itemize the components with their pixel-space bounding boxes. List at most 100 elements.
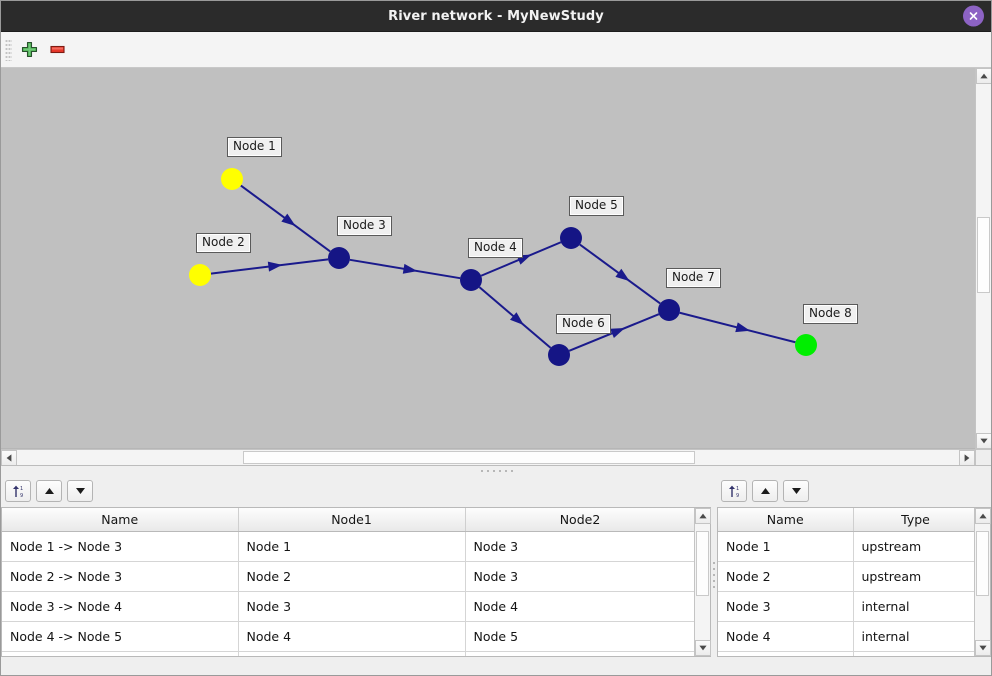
reaches-cell[interactable]: Node 1 -> Node 3 bbox=[2, 531, 239, 562]
vertical-splitter[interactable] bbox=[711, 475, 717, 675]
graph-node-label-node-1[interactable]: Node 1 bbox=[227, 137, 282, 157]
triangle-up-icon bbox=[760, 488, 770, 494]
reaches-move-up-button[interactable] bbox=[36, 480, 62, 502]
graph-node-node-7[interactable] bbox=[658, 299, 680, 321]
graph-hscroll-thumb[interactable] bbox=[243, 451, 696, 464]
reaches-scroll-down-button[interactable] bbox=[695, 640, 711, 656]
reaches-scroll-up-button[interactable] bbox=[695, 508, 711, 524]
nodes-cell[interactable]: upstream bbox=[853, 531, 974, 562]
reaches-cell[interactable]: Node 3 bbox=[238, 591, 466, 622]
nodes-cell[interactable] bbox=[853, 651, 974, 656]
nodes-column-header[interactable]: Name bbox=[718, 508, 854, 532]
nodes-cell[interactable] bbox=[718, 651, 854, 656]
nodes-scroll-up-button[interactable] bbox=[975, 508, 991, 524]
graph-node-label-node-6[interactable]: Node 6 bbox=[556, 314, 611, 334]
graph-vscroll-thumb[interactable] bbox=[977, 216, 990, 294]
nodes-cell[interactable]: Node 4 bbox=[718, 621, 854, 652]
close-button[interactable] bbox=[963, 5, 984, 27]
nodes-cell[interactable]: internal bbox=[853, 591, 974, 622]
graph-node-node-6[interactable] bbox=[548, 344, 570, 366]
graph-hscroll-track[interactable] bbox=[17, 450, 959, 465]
reaches-cell[interactable]: Node 2 bbox=[238, 561, 466, 592]
network-graph-canvas[interactable]: Node 1 Node 2 Node 3 Node 4 Node 5 Node 6 Node… bbox=[1, 68, 975, 449]
table-row[interactable] bbox=[2, 651, 694, 656]
graph-vscroll-track[interactable] bbox=[976, 84, 991, 433]
svg-text:1: 1 bbox=[736, 486, 739, 492]
nodes-cell[interactable]: Node 3 bbox=[718, 591, 854, 622]
reaches-cell[interactable] bbox=[465, 651, 694, 656]
sort-ascending-icon: 1 9 bbox=[12, 485, 23, 499]
reaches-column-header[interactable]: Name bbox=[2, 508, 239, 532]
graph-node-label-node-2[interactable]: Node 2 bbox=[196, 233, 251, 253]
graph-horizontal-scrollbar[interactable] bbox=[1, 449, 991, 465]
nodes-cell[interactable]: internal bbox=[853, 621, 974, 652]
nodes-sort-button[interactable]: 1 9 bbox=[721, 480, 747, 502]
nodes-cell[interactable]: Node 2 bbox=[718, 561, 854, 592]
graph-node-node-3[interactable] bbox=[328, 247, 350, 269]
graph-node-label-node-3[interactable]: Node 3 bbox=[337, 216, 392, 236]
graph-node-node-1[interactable] bbox=[221, 168, 243, 190]
delete-node-button[interactable] bbox=[43, 36, 71, 64]
reaches-sort-button[interactable]: 1 9 bbox=[5, 480, 31, 502]
horizontal-splitter[interactable] bbox=[1, 465, 991, 475]
nodes-scroll-down-button[interactable] bbox=[975, 640, 991, 656]
minus-icon bbox=[49, 45, 65, 54]
reaches-cell[interactable] bbox=[238, 651, 466, 656]
nodes-vscroll-thumb[interactable] bbox=[976, 530, 989, 596]
graph-scroll-left-button[interactable] bbox=[1, 450, 17, 465]
nodes-move-up-button[interactable] bbox=[752, 480, 778, 502]
nodes-vscroll-track[interactable] bbox=[975, 524, 990, 640]
add-node-button[interactable] bbox=[15, 36, 43, 64]
reaches-cell[interactable]: Node 3 -> Node 4 bbox=[2, 591, 239, 622]
reaches-column-header[interactable]: Node2 bbox=[465, 508, 694, 532]
edge-arrow-icon bbox=[509, 312, 524, 326]
graph-node-node-8[interactable] bbox=[795, 334, 817, 356]
nodes-column-header[interactable]: Type bbox=[853, 508, 974, 532]
reaches-cell[interactable]: Node 4 -> Node 5 bbox=[2, 621, 239, 652]
graph-node-label-node-7[interactable]: Node 7 bbox=[666, 268, 721, 288]
edge-arrow-icon bbox=[610, 328, 625, 338]
graph-node-node-5[interactable] bbox=[560, 227, 582, 249]
reaches-cell[interactable]: Node 3 bbox=[465, 561, 694, 592]
nodes-cell[interactable]: Node 1 bbox=[718, 531, 854, 562]
graph-node-label-node-5[interactable]: Node 5 bbox=[569, 196, 624, 216]
graph-vertical-scrollbar[interactable] bbox=[975, 68, 991, 449]
table-row[interactable] bbox=[718, 651, 974, 656]
graph-scroll-down-button[interactable] bbox=[976, 433, 991, 449]
toolbar-grip[interactable] bbox=[5, 38, 12, 61]
nodes-move-down-button[interactable] bbox=[783, 480, 809, 502]
reaches-vscroll-thumb[interactable] bbox=[696, 530, 709, 596]
reaches-column-header[interactable]: Node1 bbox=[238, 508, 466, 532]
reaches-vertical-scrollbar[interactable] bbox=[694, 508, 711, 656]
title-bar: River network - MyNewStudy bbox=[1, 1, 991, 32]
reaches-cell[interactable]: Node 2 -> Node 3 bbox=[2, 561, 239, 592]
graph-node-node-4[interactable] bbox=[460, 269, 482, 291]
tables-area: 1 9 bbox=[1, 475, 991, 675]
reaches-cell[interactable]: Node 5 bbox=[465, 621, 694, 652]
reaches-cell[interactable]: Node 1 bbox=[238, 531, 466, 562]
graph-node-label-node-4[interactable]: Node 4 bbox=[468, 238, 523, 258]
reaches-cell[interactable]: Node 4 bbox=[465, 591, 694, 622]
reaches-cell[interactable]: Node 3 bbox=[465, 531, 694, 562]
reaches-cell[interactable] bbox=[2, 651, 239, 656]
nodes-vertical-scrollbar[interactable] bbox=[974, 508, 991, 656]
reaches-move-down-button[interactable] bbox=[67, 480, 93, 502]
reaches-cell[interactable]: Node 4 bbox=[238, 621, 466, 652]
graph-scroll-right-button[interactable] bbox=[959, 450, 975, 465]
graph-scroll-up-button[interactable] bbox=[976, 68, 991, 84]
nodes-cell[interactable]: upstream bbox=[853, 561, 974, 592]
graph-node-label-node-8[interactable]: Node 8 bbox=[803, 304, 858, 324]
graph-node-node-2[interactable] bbox=[189, 264, 211, 286]
reaches-vscroll-track[interactable] bbox=[695, 524, 710, 640]
